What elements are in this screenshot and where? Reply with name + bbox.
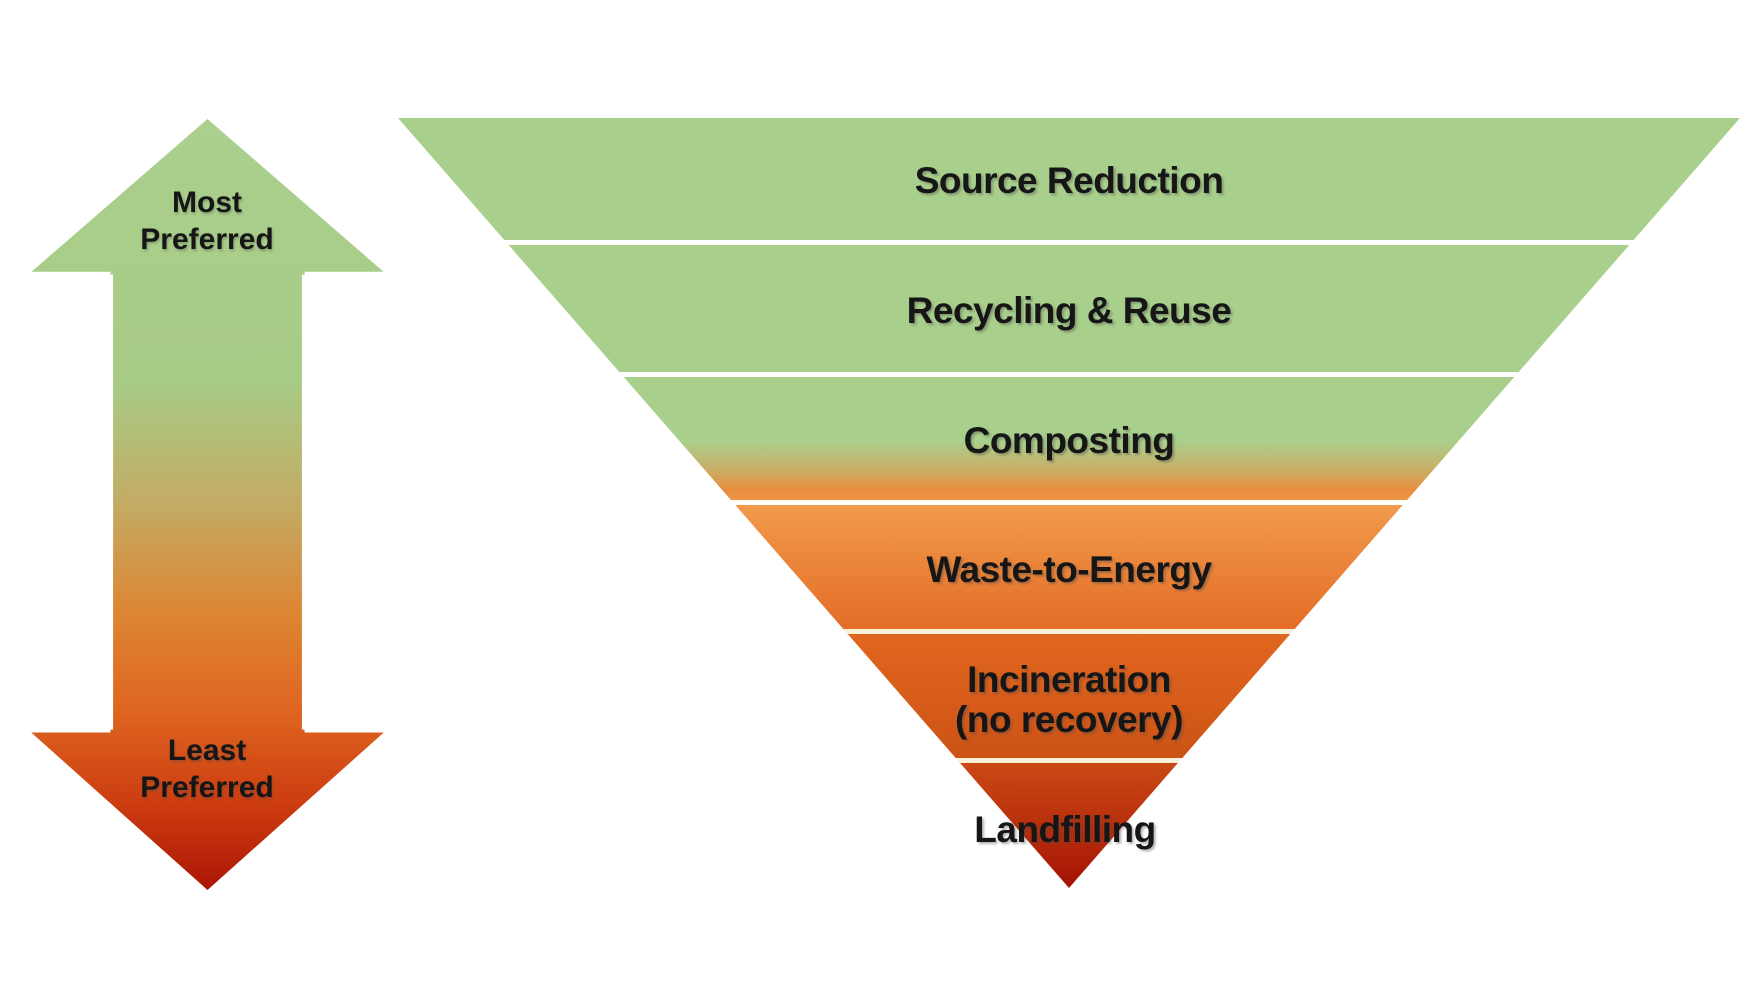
most-preferred-label: Most Preferred <box>140 184 273 258</box>
waste-pyramid-bands <box>398 118 1740 888</box>
label-incineration: Incineration (no recovery) <box>955 660 1183 740</box>
waste-pyramid <box>393 113 1745 893</box>
most-preferred-line1: Most <box>172 186 242 219</box>
label-incineration-line1: Incineration <box>967 659 1171 700</box>
least-preferred-line1: Least <box>167 734 247 767</box>
label-incineration-line2: (no recovery) <box>955 699 1183 740</box>
label-landfilling: Landfilling <box>974 809 1156 850</box>
pyramid-band-recycling-reuse <box>398 245 1740 377</box>
label-source-reduction: Source Reduction <box>914 160 1224 201</box>
most-preferred-line2: Preferred <box>140 223 274 256</box>
pyramid-band-source-reduction <box>398 118 1740 245</box>
least-preferred-line2: Preferred <box>140 771 274 804</box>
label-recycling-reuse: Recycling & Reuse <box>906 290 1232 331</box>
label-composting: Composting <box>963 420 1175 461</box>
label-waste-to-energy: Waste-to-Energy <box>926 549 1212 590</box>
least-preferred-label: Least Preferred <box>140 732 273 806</box>
